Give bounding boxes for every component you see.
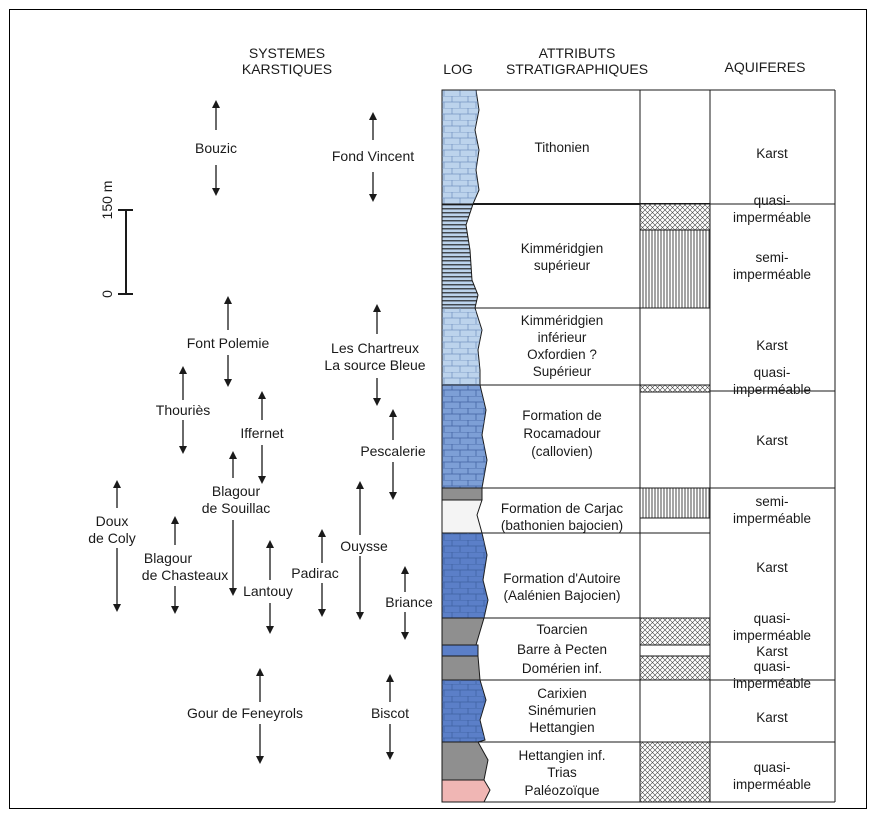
strat-kimm-inf-4: Supérieur — [533, 364, 592, 379]
system-biscot: Biscot — [371, 705, 409, 721]
aquifer-7a: semi- — [756, 494, 789, 509]
system-doux-2: de Coly — [88, 530, 135, 546]
strat-trias: Trias — [547, 765, 577, 780]
aquifer-11b: imperméable — [733, 676, 811, 691]
strat-kimm-inf-2: inférieur — [538, 330, 587, 345]
header-systemes-line2: KARSTIQUES — [242, 61, 332, 77]
aquifer-13b: imperméable — [733, 777, 811, 792]
strat-toarcien: Toarcien — [536, 622, 587, 637]
strat-labels: Tithonien Kimméridgien supérieur Kimméri… — [501, 140, 624, 798]
permeability-column — [639, 203, 711, 803]
system-fond-vincent: Fond Vincent — [332, 148, 414, 164]
strat-roca-3: (callovien) — [531, 444, 593, 459]
strat-carjac-1: Formation de Carjac — [501, 501, 624, 516]
system-blagour-chasteaux-2: de Chasteaux — [142, 567, 228, 583]
aquifer-4: Karst — [756, 338, 788, 353]
strat-kimm-inf-3: Oxfordien ? — [527, 347, 597, 362]
aquifer-3b: imperméable — [733, 267, 811, 282]
aquifer-1: Karst — [756, 146, 788, 161]
strat-kimm-sup-1: Kimméridgien — [521, 241, 604, 256]
system-blagour-souillac-2: de Souillac — [202, 500, 271, 516]
system-thouries: Thouriès — [156, 402, 210, 418]
strat-hettangien: Hettangien — [529, 720, 594, 735]
header-aquiferes: AQUIFERES — [725, 59, 806, 75]
strat-barre: Barre à Pecten — [517, 642, 607, 657]
strat-roca-1: Formation de — [522, 408, 602, 423]
strat-domerien: Domérien inf. — [522, 661, 602, 676]
aquifer-5a: quasi- — [754, 365, 791, 380]
aquifer-5b: imperméable — [733, 382, 811, 397]
aquifer-9a: quasi- — [754, 611, 791, 626]
header-attributs-line2: STRATIGRAPHIQUES — [506, 61, 648, 77]
aquifer-6: Karst — [756, 433, 788, 448]
aquifer-2a: quasi- — [754, 193, 791, 208]
system-font-polemie: Font Polemie — [187, 335, 270, 351]
header-log: LOG — [443, 61, 473, 77]
system-iffernet: Iffernet — [240, 425, 283, 441]
karst-systems — [113, 100, 409, 764]
system-doux-1: Doux — [96, 513, 129, 529]
log-column — [441, 89, 491, 803]
aquifer-7b: imperméable — [733, 511, 811, 526]
aquifer-9b: imperméable — [733, 628, 811, 643]
strat-autoire-2: (Aalénien Bajocien) — [503, 588, 620, 603]
system-bouzic: Bouzic — [195, 140, 237, 156]
aquifer-12: Karst — [756, 710, 788, 725]
system-les-chartreux: Les Chartreux — [331, 340, 419, 356]
strat-sinemurien: Sinémurien — [528, 703, 596, 718]
system-briance: Briance — [385, 594, 433, 610]
strat-roca-2: Rocamadour — [523, 426, 601, 441]
strat-hett-inf: Hettangien inf. — [518, 748, 605, 763]
system-gour-de-feneyrols: Gour de Feneyrols — [187, 705, 303, 721]
system-ouysse: Ouysse — [340, 538, 388, 554]
aquifer-2b: imperméable — [733, 210, 811, 225]
strat-kimm-inf-1: Kimméridgien — [521, 313, 604, 328]
karst-system-labels: Bouzic Fond Vincent Font Polemie Les Cha… — [88, 140, 433, 721]
system-blagour-chasteaux-1: Blagour — [144, 550, 193, 566]
scale-bar: 150 m 0 — [99, 181, 133, 298]
figure-frame — [9, 9, 867, 809]
strat-paleozoique: Paléozoïque — [524, 783, 599, 798]
system-la-source-bleue: La source Bleue — [324, 357, 425, 373]
strat-tithonien: Tithonien — [534, 140, 589, 155]
aquifer-10: Karst — [756, 644, 788, 659]
scale-label: 150 m — [99, 181, 115, 220]
aquifer-3a: semi- — [756, 250, 789, 265]
aquifer-11a: quasi- — [754, 659, 791, 674]
header-systemes-line1: SYSTEMES — [249, 45, 325, 61]
strat-autoire-1: Formation d'Autoire — [503, 571, 620, 586]
system-lantouy: Lantouy — [243, 583, 293, 599]
system-padirac: Padirac — [291, 565, 338, 581]
header-attributs-line1: ATTRIBUTS — [539, 45, 616, 61]
system-pescalerie: Pescalerie — [360, 443, 426, 459]
strat-carixien: Carixien — [537, 686, 587, 701]
strat-carjac-2: (bathonien bajocien) — [501, 518, 623, 533]
system-blagour-souillac-1: Blagour — [212, 483, 261, 499]
strat-kimm-sup-2: supérieur — [534, 258, 591, 273]
aquifer-13a: quasi- — [754, 760, 791, 775]
scale-zero: 0 — [99, 290, 115, 298]
aquifer-8: Karst — [756, 560, 788, 575]
aquifer-labels: Karst quasi- imperméable semi- imperméab… — [733, 146, 811, 792]
